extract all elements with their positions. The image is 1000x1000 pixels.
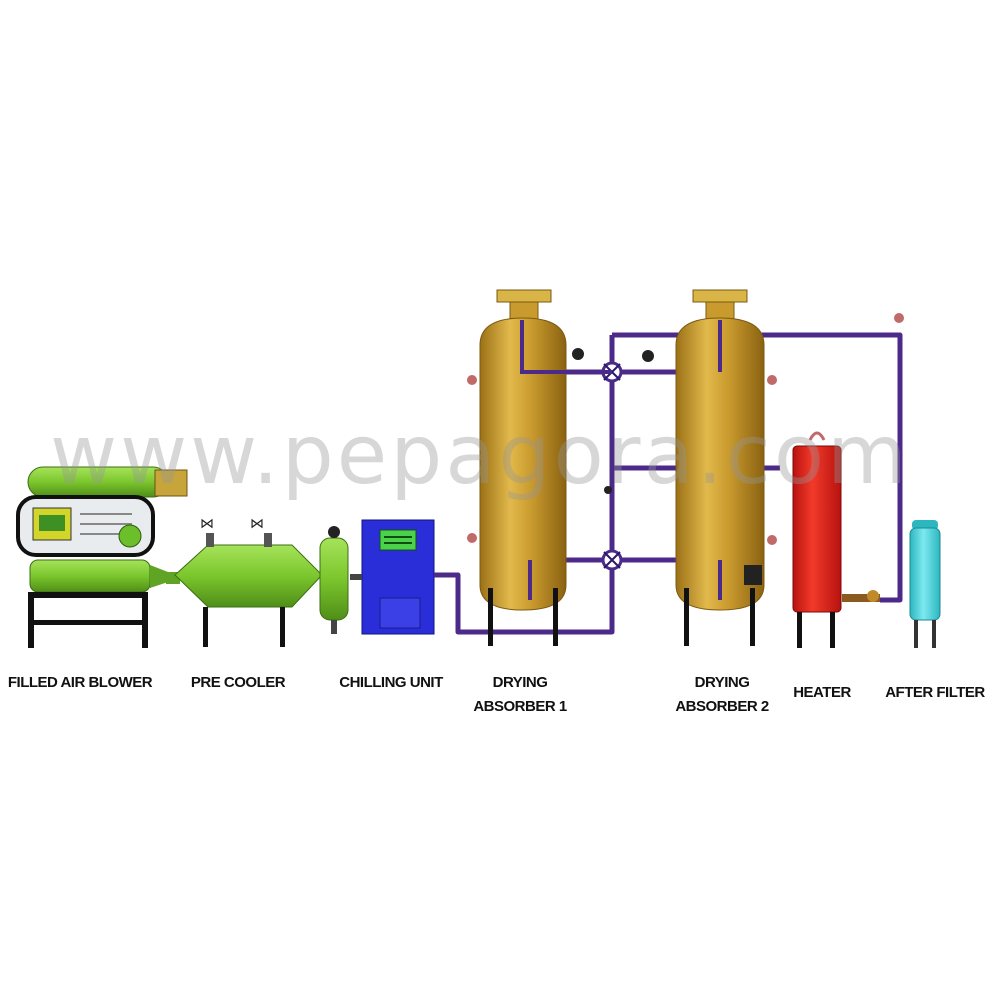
moisture-separator [319,526,349,634]
heater-inlet [808,431,826,441]
pre-cooler: ⋈ ⋈ [174,516,323,647]
label-drying-absorber-1-line2: ABSORBER 1 [473,698,567,715]
nozzle-icon [467,533,477,543]
filter-leg [932,620,936,648]
drying-absorber-1 [467,289,567,646]
four-way-valve [601,549,623,571]
pre-cooler-leg [203,607,208,647]
filter-leg [914,620,918,648]
vent-icon [894,313,904,323]
gauge-icon [604,486,612,494]
air-blower [16,466,188,648]
label-heater: HEATER [793,684,851,701]
label-after-filter: AFTER FILTER [885,684,985,701]
absorber-leg [684,588,689,646]
absorber-flange [496,289,552,303]
absorber-flange [692,289,748,303]
absorber-leg [553,588,558,646]
nozzle-icon [767,535,777,545]
heater-body [792,445,842,613]
nozzle-icon [467,375,477,385]
chilling-unit [350,519,435,635]
blower-top-tank [27,466,169,498]
gauge-icon [328,526,340,538]
heater-outlet-pipe [842,594,880,602]
label-chilling-unit: CHILLING UNIT [339,674,443,691]
pre-cooler-leg [280,607,285,647]
chiller-grille [379,597,421,629]
absorber-drain [744,565,762,585]
chiller-display [379,529,417,551]
valve-icon: ⋈ [250,516,264,532]
label-drying-absorber-2-line2: ABSORBER 2 [675,698,769,715]
blower-pulley [118,524,142,548]
filter-body [909,527,941,621]
label-drying-absorber-2-line1: DRYING [694,674,750,691]
blower-discharge [150,565,168,588]
drying-absorber-2 [675,289,777,646]
valve-icon: ⋈ [200,516,214,532]
blower-outlet-flange [154,469,188,497]
after-filter [909,520,941,648]
label-air-blower: FILLED AIR BLOWER [7,674,153,691]
valve-icon [867,590,879,602]
heater [792,431,880,648]
absorber-vessel [479,317,567,611]
pre-cooler-body [174,544,323,608]
absorber-leg [488,588,493,646]
heater-leg [797,612,802,648]
gauge-icon [572,348,584,360]
nozzle-icon [767,375,777,385]
gauge-icon [642,350,654,362]
label-pre-cooler: PRE COOLER [190,674,286,691]
label-drying-absorber-1-line1: DRYING [492,674,548,691]
blower-main-tank [29,559,151,593]
absorber-leg [750,588,755,646]
heater-leg [830,612,835,648]
blower-display [39,515,65,531]
absorber-vessel [675,317,765,611]
